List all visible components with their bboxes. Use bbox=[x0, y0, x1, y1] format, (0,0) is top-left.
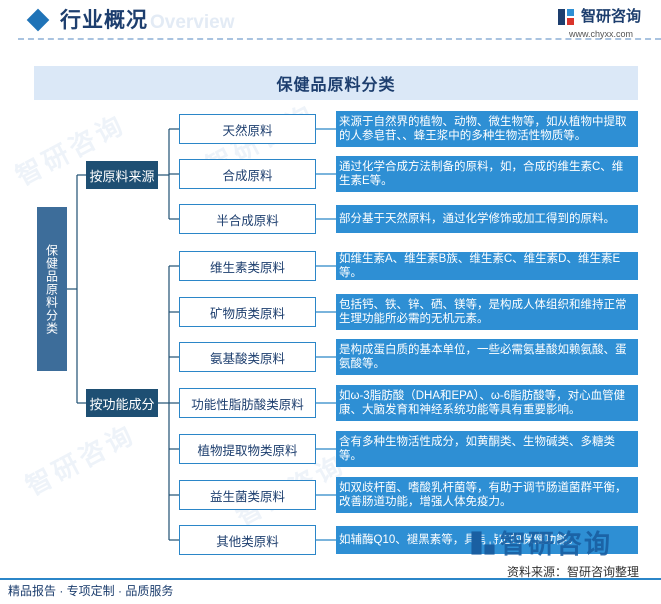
node-plant-extract: 植物提取物类原料 bbox=[179, 434, 316, 464]
desc-text: 如维生素A、维生素B族、维生素C、维生素D、维生素E等。 bbox=[339, 253, 621, 279]
node-natural: 天然原料 bbox=[179, 114, 316, 144]
brand-name: 智研咨询 bbox=[581, 8, 642, 25]
desc-fatty-acid: 如ω-3脂肪酸（DHA和EPA）、ω-6脂肪酸等，对心血管健康、大脑发育和神经系… bbox=[336, 385, 638, 421]
desc-probiotic: 如双歧杆菌、嗜酸乳杆菌等，有助于调节肠道菌群平衡，改善肠道功能，增强人体免疫力。 bbox=[336, 477, 638, 513]
desc-synthetic: 通过化学合成方法制备的原料，如，合成的维生素C、维生素E等。 bbox=[336, 156, 638, 192]
desc-natural: 来源于自然界的植物、动物、微生物等，如从植物中提取的人参皂苷、、蜂王浆中的多种生… bbox=[336, 111, 638, 147]
desc-text: 如ω-3脂肪酸（DHA和EPA）、ω-6脂肪酸等，对心血管健康、大脑发育和神经系… bbox=[339, 390, 626, 416]
desc-plant-extract: 含有多种生物活性成分，如黄酮类、生物碱类、多糖类等。 bbox=[336, 431, 638, 467]
node-mineral: 矿物质类原料 bbox=[179, 297, 316, 327]
brand-url: www.chyxx.com bbox=[569, 29, 634, 39]
diagram-title-bar: 保健品原料分类 bbox=[34, 66, 638, 100]
brand-logo-block: 智研咨询 www.chyxx.com bbox=[557, 6, 649, 42]
desc-text: 是构成蛋白质的基本单位，一些必需氨基酸如赖氨酸、蛋氨酸等。 bbox=[339, 344, 627, 370]
desc-text: 来源于自然界的植物、动物、微生物等，如从植物中提取的人参皂苷、、蜂王浆中的多种生… bbox=[339, 116, 627, 142]
footer-divider bbox=[0, 578, 661, 580]
node-synthetic: 合成原料 bbox=[179, 159, 316, 189]
desc-text: 部分基于天然原料，通过化学修饰或加工得到的原料。 bbox=[339, 213, 615, 225]
header-divider bbox=[18, 38, 661, 40]
root-node: 保健品原料分类 bbox=[37, 207, 67, 371]
desc-text: 如辅酶Q10、褪黑素等，具有特定的保健功能。 bbox=[339, 534, 580, 546]
node-probiotic: 益生菌类原料 bbox=[179, 480, 316, 510]
brand-watermark: 智研咨询 bbox=[470, 526, 650, 566]
footer-slogan: 精品报告 · 专项定制 · 品质服务 bbox=[8, 584, 174, 598]
branch-by-function: 按功能成分 bbox=[86, 389, 158, 417]
desc-text: 通过化学合成方法制备的原料，如，合成的维生素C、维生素E等。 bbox=[339, 161, 624, 187]
desc-mineral: 包括钙、铁、锌、硒、镁等，是构成人体组织和维持正常生理功能所必需的无机元素。 bbox=[336, 294, 638, 330]
header-ghost-text: Overview bbox=[150, 12, 235, 33]
section-title: 行业概况 bbox=[60, 9, 148, 32]
desc-semi-synthetic: 部分基于天然原料，通过化学修饰或加工得到的原料。 bbox=[336, 205, 638, 233]
desc-vitamin: 如维生素A、维生素B族、维生素C、维生素D、维生素E等。 bbox=[336, 252, 638, 280]
desc-text: 如双歧杆菌、嗜酸乳杆菌等，有助于调节肠道菌群平衡，改善肠道功能，增强人体免疫力。 bbox=[339, 482, 627, 508]
node-semi-synthetic: 半合成原料 bbox=[179, 204, 316, 234]
watermark: 智研咨询 bbox=[20, 418, 141, 502]
node-other: 其他类原料 bbox=[179, 525, 316, 555]
node-amino-acid: 氨基酸类原料 bbox=[179, 342, 316, 372]
desc-text: 含有多种生物活性成分，如黄酮类、生物碱类、多糖类等。 bbox=[339, 436, 615, 462]
root-node-label: 保健品原料分类 bbox=[44, 243, 59, 335]
diagram-title: 保健品原料分类 bbox=[276, 77, 396, 94]
desc-text: 包括钙、铁、锌、硒、镁等，是构成人体组织和维持正常生理功能所必需的无机元素。 bbox=[339, 299, 627, 325]
source-note: 资料来源：智研咨询整理 bbox=[506, 565, 639, 579]
branch-by-source: 按原料来源 bbox=[86, 161, 158, 189]
brand-logo-icon bbox=[558, 9, 574, 25]
node-vitamin: 维生素类原料 bbox=[179, 251, 316, 281]
brand-watermark-text: 智研咨询 bbox=[500, 529, 613, 559]
desc-amino-acid: 是构成蛋白质的基本单位，一些必需氨基酸如赖氨酸、蛋氨酸等。 bbox=[336, 339, 638, 375]
brand-watermark-logo-icon bbox=[471, 531, 495, 555]
header-diamond-icon bbox=[26, 8, 50, 32]
node-fatty-acid: 功能性脂肪酸类原料 bbox=[179, 388, 316, 418]
